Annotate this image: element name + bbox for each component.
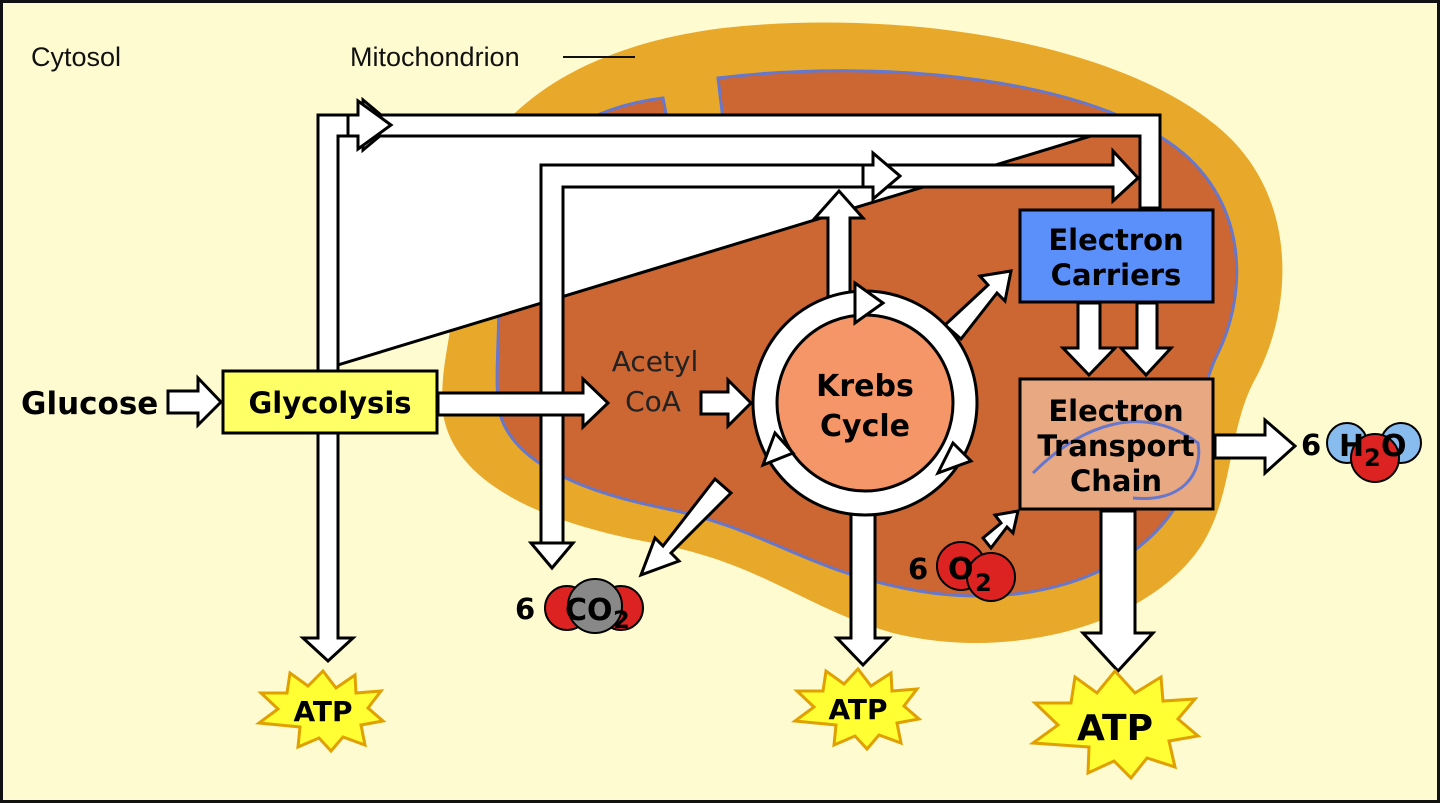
krebs-label-line1: Krebs: [816, 369, 914, 404]
arrow-glycolysis-to-acetyl: [436, 375, 611, 431]
krebs-cycle: Krebs Cycle: [751, 280, 979, 517]
arrow-o2-to-etc: [980, 509, 1020, 551]
krebs-ring-head-right: [934, 440, 974, 476]
co2-subscript: 2: [613, 606, 630, 634]
atp-label-etc: ATP: [1077, 708, 1153, 749]
atp-label-krebs: ATP: [828, 693, 887, 726]
co2-formula: CO: [565, 593, 613, 628]
electron-carriers-bg: [1018, 208, 1215, 304]
atp-burst-krebs-shape: [790, 666, 923, 752]
electron-transport-chain-box: Electron Transport Chain: [1018, 377, 1215, 511]
glucose-label: Glucose: [21, 386, 158, 422]
arrow-krebs-to-atp: [833, 511, 893, 668]
glycolysis-box-bg: [221, 369, 439, 435]
etc-line2: Transport: [1037, 429, 1194, 463]
arrow-carriers-to-etc-left: [1059, 301, 1119, 378]
arrow-second-mid-head: [861, 149, 903, 203]
krebs-label-line2: Cycle: [820, 409, 910, 444]
arrow-glucose-to-glycolysis: [166, 374, 224, 429]
krebs-ring-head-left: [760, 430, 796, 468]
arrow-second-loop: [539, 147, 1141, 545]
arrow-krebs-to-carriers: [942, 269, 1013, 342]
atp-label-glycolysis: ATP: [293, 695, 352, 728]
acetyl-label-line2: CoA: [625, 385, 681, 418]
h2o-formula-tail: O: [1381, 429, 1407, 464]
o2-formula: O: [948, 552, 974, 587]
diagram-canvas: Cytosol Mitochondrion: [21, 22, 1422, 781]
atp-burst-krebs: ATP: [790, 666, 923, 752]
atp-burst-etc: ATP: [1028, 668, 1202, 781]
etc-membrane-squiggle: [1031, 420, 1201, 501]
co2-molecule: 6 CO 2: [515, 578, 644, 634]
etc-line3: Chain: [1070, 464, 1162, 498]
co2-coefficient: 6: [515, 592, 535, 626]
arrows: [166, 96, 1298, 674]
h2o-formula: H: [1339, 429, 1364, 464]
arrow-acetyl-to-krebs: [699, 376, 754, 430]
arrow-krebs-to-co2: [638, 476, 734, 578]
arrow-etc-to-atp: [1079, 509, 1157, 674]
h2o-oxygen-atom: [1350, 433, 1400, 483]
atp-burst-etc-shape: [1028, 668, 1202, 781]
arrow-etc-to-h2o: [1213, 416, 1298, 477]
glycolysis-label: Glycolysis: [248, 386, 411, 420]
electron-carriers-box: Electron Carriers: [1018, 208, 1215, 304]
electron-carriers-line2: Carriers: [1051, 258, 1182, 292]
arrow-glycolysis-to-atp: [299, 431, 357, 664]
glycolysis-box: Glycolysis: [221, 369, 439, 435]
electron-carriers-line1: Electron: [1048, 223, 1183, 257]
mitochondrion-label: Mitochondrion: [350, 42, 520, 72]
arrow-top-bar: [316, 113, 1162, 375]
o2-coefficient: 6: [908, 552, 928, 586]
atp-burst-glycolysis-shape: [254, 668, 387, 754]
etc-line1: Electron: [1048, 394, 1183, 428]
o2-oxygen-atom-2: [966, 552, 1016, 602]
acetyl-label-line1: Acetyl: [612, 345, 699, 378]
arrow-top-head: [346, 98, 394, 152]
o2-subscript: 2: [975, 569, 992, 597]
co2-carbon-atom: [567, 578, 623, 634]
atp-burst-glycolysis: ATP: [254, 668, 387, 754]
h2o-subscript: 2: [1364, 444, 1381, 472]
h2o-coefficient: 6: [1301, 428, 1321, 462]
arrow-down-to-co2: [527, 541, 577, 571]
cytosol-label: Cytosol: [31, 42, 121, 72]
krebs-ring-head-top: [853, 280, 886, 326]
h2o-molecule: 6 H 2 O: [1301, 422, 1422, 483]
arrow-carriers-to-etc-right: [1117, 301, 1175, 378]
arrow-krebs-up: [811, 188, 867, 305]
o2-molecule: 6 O 2: [908, 541, 1016, 602]
